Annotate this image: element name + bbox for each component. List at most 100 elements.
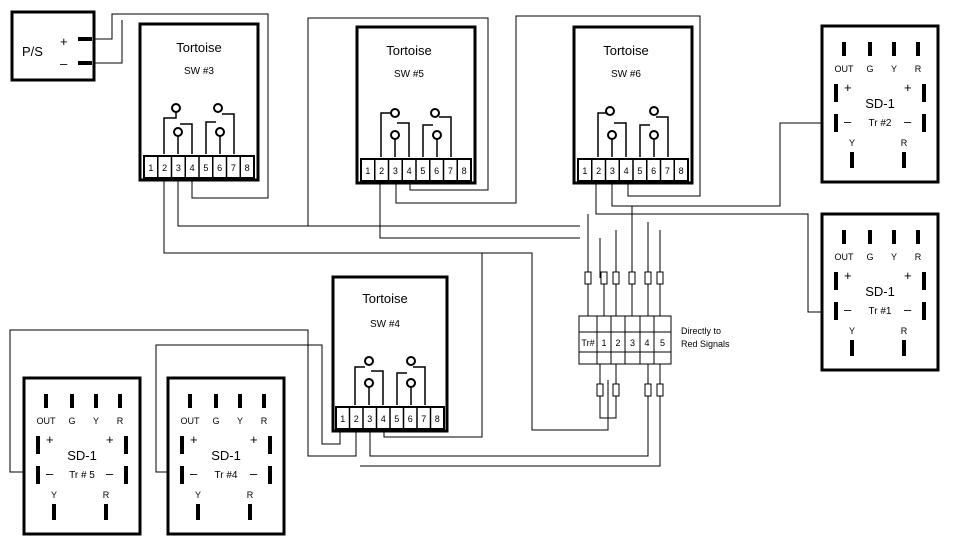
sd1-title: SD-1 [211,448,241,463]
strip-cell: Tr# [581,338,594,348]
sd1-track: Tr # 5 [69,470,95,481]
power-supply-label: P/S [22,44,43,59]
terminal-number: 1 [340,414,345,424]
terminal-number: 5 [394,414,399,424]
minus-right: – [904,114,912,129]
terminal-number: 7 [421,414,426,424]
plus-right: + [904,268,912,283]
tortoise-name: SW #5 [394,69,424,80]
pin-label-out: OUT [835,252,855,262]
plus-left: + [46,432,54,447]
plus-right: + [250,432,258,447]
strip-cell: 4 [644,338,649,348]
terminal-number: 5 [420,166,425,176]
pin-label-g: G [866,64,873,74]
terminal-number: 4 [381,414,386,424]
terminal-number: 7 [448,166,453,176]
terminal-number: 6 [217,163,222,173]
pin-label-r-bottom: R [103,490,110,500]
terminal-number: 6 [408,414,413,424]
pin-label-y: Y [891,64,897,74]
terminal-number: 4 [190,163,195,173]
strip-cell: 5 [660,338,665,348]
terminal-number: 3 [393,166,398,176]
terminal-number: 3 [610,166,615,176]
tortoise-name: SW #3 [184,66,214,77]
pin-label-r: R [915,64,922,74]
power-supply-plus: + [60,34,68,49]
strip-note-line2: Red Signals [681,339,730,349]
pin-label-r: R [915,252,922,262]
sd1-title: SD-1 [865,96,895,111]
terminal-number: 5 [203,163,208,173]
strip-note-line1: Directly to [681,326,721,336]
sd1-track: Tr #4 [215,470,238,481]
terminal-number: 8 [462,166,467,176]
resistors-bottom [596,364,664,397]
minus-right: – [904,302,912,317]
pin-label-y: Y [93,416,99,426]
terminal-number: 4 [407,166,412,176]
minus-right: – [250,466,258,481]
terminal-number: 2 [162,163,167,173]
pin-label-r-bottom: R [901,138,908,148]
minus-left: – [844,302,852,317]
tortoise-title: Tortoise [176,40,222,55]
power-supply-minus: – [60,56,68,71]
terminal-number: 7 [665,166,670,176]
terminal-number: 2 [596,166,601,176]
minus-left: – [844,114,852,129]
pin-label-y: Y [237,416,243,426]
pin-label-y-bottom: Y [849,326,855,336]
pin-label-y-bottom: Y [195,490,201,500]
pin-label-y-bottom: Y [51,490,57,500]
sd1-track: Tr #2 [869,118,892,129]
terminal-number: 8 [435,414,440,424]
terminal-number: 8 [679,166,684,176]
wires [9,13,836,473]
plus-left: + [844,80,852,95]
pin-label-y: Y [891,252,897,262]
terminal-number: 2 [379,166,384,176]
pin-label-r: R [117,416,124,426]
resistors-top [584,271,664,316]
tortoise-name: SW #4 [370,319,400,330]
plus-left: + [190,432,198,447]
terminal-number: 5 [637,166,642,176]
pin-label-r-bottom: R [901,326,908,336]
minus-right: – [106,466,114,481]
terminal-number: 1 [365,166,370,176]
terminal-number: 1 [148,163,153,173]
sd1-track: Tr #1 [869,306,892,317]
terminal-number: 4 [624,166,629,176]
pin-label-out: OUT [37,416,57,426]
power-supply: P/S + – [10,10,96,82]
tortoise-title: Tortoise [362,291,408,306]
sd1-title: SD-1 [865,284,895,299]
terminal-number: 3 [176,163,181,173]
pin-label-g: G [866,252,873,262]
terminal-number: 8 [245,163,250,173]
tortoise-name: SW #6 [611,69,641,80]
pin-label-out: OUT [835,64,855,74]
plus-right: + [106,432,114,447]
terminal-number: 1 [582,166,587,176]
terminal-number: 2 [354,414,359,424]
pin-label-out: OUT [181,416,201,426]
plus-left: + [844,268,852,283]
plus-right: + [904,80,912,95]
strip-cell: 3 [630,338,635,348]
terminal-number: 6 [651,166,656,176]
